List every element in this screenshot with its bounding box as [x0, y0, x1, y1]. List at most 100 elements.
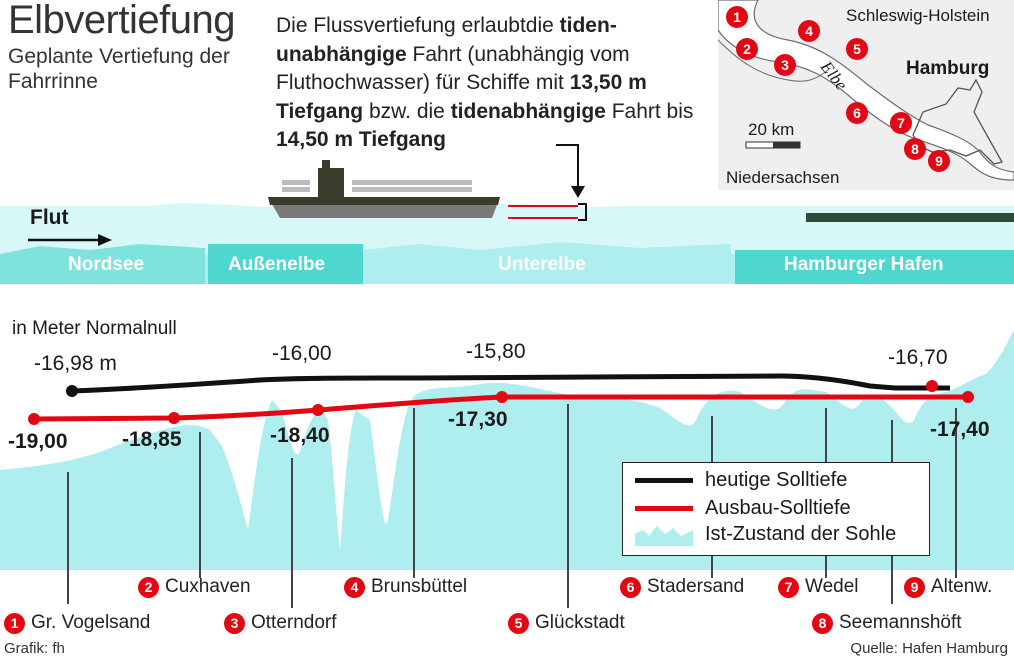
legend-item-riverbed: Ist-Zustand der Sohle [635, 523, 896, 546]
legend-item-current: heutige Solltiefe [635, 469, 847, 492]
station-8: 8 Seemannshöft [812, 612, 962, 634]
region-label-nordsee: Nordsee [68, 254, 145, 275]
description-text: Die Flussvertiefung erlaubtdie tiden-una… [276, 12, 696, 155]
station-number-5: 5 [508, 612, 529, 634]
label-current-4: -16,70 [888, 346, 948, 369]
station-name-1: Gr. Vogelsand [31, 612, 151, 633]
map-marker-6: 6 [846, 102, 868, 124]
label-planned-3: -18,40 [270, 424, 330, 447]
station-name-8: Seemannshöft [839, 612, 962, 633]
label-planned-5: -17,40 [930, 418, 990, 441]
series-planned-point-5 [926, 380, 938, 392]
station-number-8: 8 [812, 612, 833, 634]
station-name-9: Altenw. [931, 576, 993, 597]
series-planned-points [28, 380, 974, 425]
map-marker-3: 3 [774, 54, 796, 76]
region-band-unterelbe [363, 242, 735, 284]
station-5: 5 Glückstadt [508, 612, 625, 634]
station-name-7: Wedel [805, 576, 859, 597]
series-planned-point-4 [496, 391, 508, 403]
page-title: Elbvertiefung [8, 0, 235, 42]
station-name-6: Stadersand [647, 576, 745, 597]
map-marker-1: 1 [726, 6, 748, 28]
station-3: 3 Otterndorf [224, 612, 337, 634]
region-label-aussenelbe: Außenelbe [228, 254, 326, 275]
callout-arrow-line [556, 144, 579, 190]
station-1: 1 Gr. Vogelsand [4, 612, 150, 634]
legend-label-riverbed: Ist-Zustand der Sohle [705, 523, 897, 545]
callout-arrow-head [571, 186, 585, 198]
ship-containers [282, 180, 472, 192]
ship-funnel [322, 160, 330, 170]
desc-bold-1: tiden-unabhängige [276, 14, 617, 66]
legend-swatch-current [635, 478, 693, 483]
desc-part-1: Die Flussvertiefung erlaubtdie [276, 14, 560, 37]
ship-deck [268, 197, 500, 205]
y-axis-label: in Meter Normalnull [12, 318, 177, 339]
station-name-5: Glückstadt [535, 612, 625, 633]
region-band-nordsee [0, 244, 205, 284]
region-label-hafen: Hamburger Hafen [784, 254, 944, 275]
desc-bold-4: 14,50 m Tiefgang [276, 128, 447, 151]
dark-bank [806, 213, 1014, 222]
map-marker-9: 9 [928, 150, 950, 172]
map-region-south: Niedersachsen [726, 168, 840, 187]
legend-label-planned: Ausbau-Solltiefe [705, 497, 851, 519]
region-band-hafen [735, 250, 1014, 284]
label-planned-4: -17,30 [448, 408, 508, 431]
station-name-4: Brunsbüttel [371, 576, 468, 597]
station-9: 9 Altenw. [904, 576, 992, 598]
legend-item-planned: Ausbau-Solltiefe [635, 497, 851, 520]
map-region-north: Schleswig-Holstein [846, 6, 990, 25]
map-marker-7: 7 [890, 112, 912, 134]
flow-label: Flut [30, 206, 69, 229]
source-text: Quelle: Hafen Hamburg [850, 640, 1008, 657]
draft-bracket [578, 203, 587, 221]
station-number-4: 4 [344, 576, 365, 598]
station-number-2: 2 [138, 576, 159, 598]
desc-part-4: Fahrt bis [605, 99, 694, 123]
chart-legend: heutige Solltiefe Ausbau-Solltiefe Ist-Z… [622, 462, 930, 556]
label-current-3: -15,80 [466, 340, 526, 363]
label-planned-1: -19,00 [8, 430, 68, 453]
label-current-1: -16,98 m [34, 352, 117, 375]
legend-swatch-planned [635, 506, 693, 511]
label-current-2: -16,00 [272, 342, 332, 365]
series-current-line [71, 373, 950, 394]
label-planned-2: -18,85 [122, 428, 182, 451]
series-planned-point-1 [28, 413, 40, 425]
desc-part-3: bzw. die [363, 99, 451, 123]
series-planned-point-2 [168, 412, 180, 424]
map-marker-5: 5 [846, 38, 868, 60]
region-band-aussenelbe [208, 244, 363, 284]
desc-bold-2: 13,50 m Tiefgang [276, 71, 647, 123]
station-number-6: 6 [620, 576, 641, 598]
series-planned-point-3 [312, 404, 324, 416]
map-marker-8: 8 [904, 138, 926, 160]
station-number-9: 9 [904, 576, 925, 598]
series-current-point-1 [66, 385, 78, 397]
map-rivers [718, 0, 1014, 181]
map-city: Hamburg [906, 58, 990, 79]
station-name-2: Cuxhaven [165, 576, 251, 597]
station-4: 4 Brunsbüttel [344, 576, 467, 598]
map-marker-2: 2 [736, 38, 758, 60]
station-name-3: Otterndorf [251, 612, 337, 633]
region-label-unterelbe: Unterelbe [498, 254, 586, 275]
series-planned-point-6 [962, 391, 974, 403]
desc-bold-3: tidenabhängige [450, 99, 606, 123]
station-number-7: 7 [778, 576, 799, 598]
ship-bridge [318, 168, 344, 198]
station-2: 2 Cuxhaven [138, 576, 251, 598]
inset-map: Schleswig-Holstein Niedersachsen Hamburg… [718, 0, 1014, 190]
legend-label-current: heutige Solltiefe [705, 469, 848, 491]
flow-arrow-head [98, 234, 112, 246]
station-number-3: 3 [224, 612, 245, 634]
desc-part-2: Fahrt (unabhängig vom Fluthochwasser) fü… [276, 42, 630, 95]
station-6: 6 Stadersand [620, 576, 744, 598]
ship-graphic [268, 160, 500, 218]
credit-text: Grafik: fh [4, 640, 65, 657]
map-marker-4: 4 [798, 20, 820, 42]
legend-swatch-riverbed [635, 525, 693, 546]
station-number-1: 1 [4, 612, 25, 634]
